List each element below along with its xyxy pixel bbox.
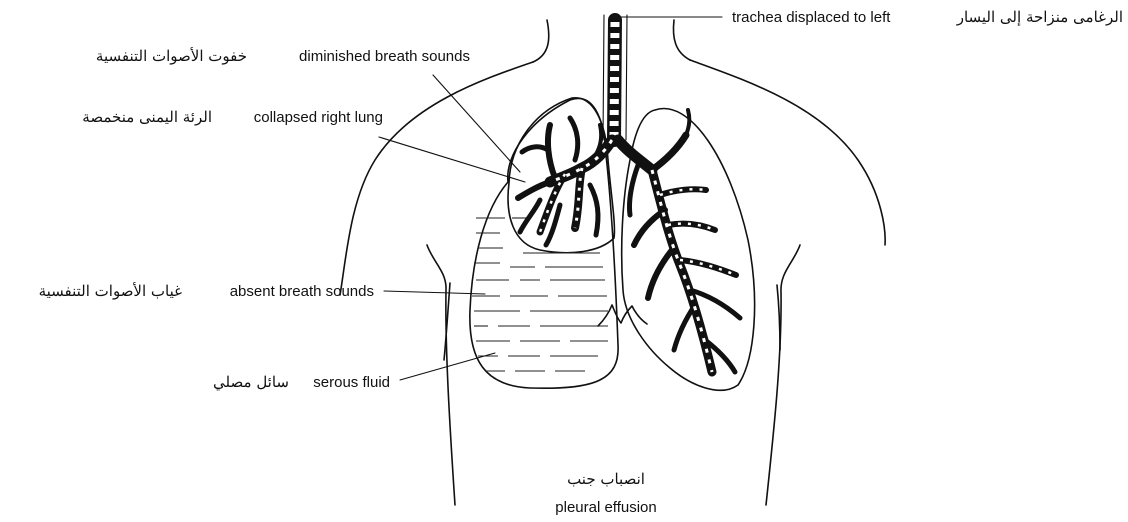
left-bronchial-tree [618, 110, 740, 372]
label-diminished-ar: خفوت الأصوات التنفسية [96, 47, 247, 65]
serous-fluid-lines [472, 218, 608, 371]
arm-right-inner [777, 285, 780, 350]
right-pleural-cavity [470, 98, 618, 388]
label-trachea-en: trachea displaced to left [732, 9, 891, 26]
label-absent-en: absent breath sounds [230, 283, 374, 300]
caption-ar: انصباب جنب [567, 470, 645, 488]
axilla-right [766, 245, 800, 505]
label-collapsed: collapsed right lung الرئة اليمنى منخمصة [82, 108, 383, 126]
axilla-left [427, 245, 455, 505]
label-absent-ar: غياب الأصوات التنفسية [39, 282, 183, 300]
left-lung [622, 109, 755, 391]
label-trachea: trachea displaced to left الرغامى منزاحة… [732, 8, 1123, 26]
label-fluid-ar: سائل مصلي [213, 373, 289, 391]
right-bronchial-tree [518, 118, 612, 245]
label-collapsed-ar: الرئة اليمنى منخمصة [82, 108, 212, 126]
neck-left [533, 20, 549, 62]
shoulder-left [340, 62, 533, 295]
label-diminished: diminished breath sounds خفوت الأصوات ال… [96, 47, 470, 65]
leader-absent [384, 291, 485, 294]
trachea [603, 15, 627, 140]
label-absent: absent breath sounds غياب الأصوات التنفس… [39, 282, 374, 300]
neck-right [673, 20, 690, 60]
caption: انصباب جنب pleural effusion [555, 470, 656, 516]
label-fluid: serous fluid سائل مصلي [213, 373, 390, 391]
diaphragm-notch [598, 305, 647, 326]
shoulder-right [690, 60, 885, 245]
label-fluid-en: serous fluid [313, 374, 390, 391]
label-diminished-en: diminished breath sounds [299, 48, 470, 65]
leader-collapsed [379, 137, 525, 182]
label-trachea-ar: الرغامى منزاحة إلى اليسار [956, 8, 1123, 26]
caption-en: pleural effusion [555, 499, 656, 516]
label-collapsed-en: collapsed right lung [254, 109, 383, 126]
